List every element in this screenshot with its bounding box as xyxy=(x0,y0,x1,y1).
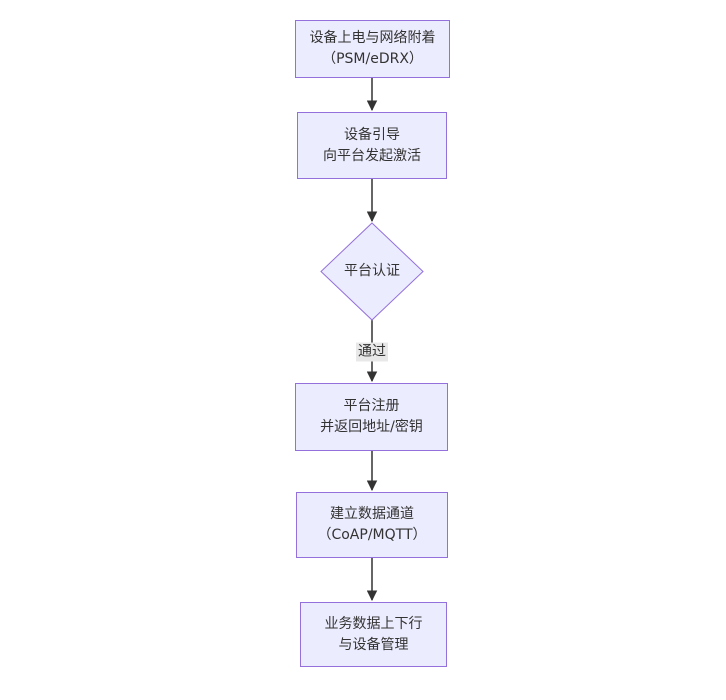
node-power-attach-line2: （PSM/eDRX） xyxy=(322,51,423,67)
node-platform-auth: 平台认证 xyxy=(321,223,423,320)
node-business-data-line2: 与设备管理 xyxy=(338,636,409,653)
node-data-channel: 建立数据通道 （CoAP/MQTT） xyxy=(296,492,448,558)
edge-label-pass: 通过 xyxy=(356,342,388,362)
node-bootstrap: 设备引导 向平台发起激活 xyxy=(297,112,447,179)
node-platform-register-line2: 并返回地址/密钥 xyxy=(320,419,423,435)
node-power-attach-line1: 设备上电与网络附着 xyxy=(309,30,436,46)
node-data-channel-line2: （CoAP/MQTT） xyxy=(317,527,427,543)
node-business-data-line1: 业务数据上下行 xyxy=(324,615,423,632)
node-platform-register: 平台注册 并返回地址/密钥 xyxy=(295,383,448,451)
node-power-attach: 设备上电与网络附着 （PSM/eDRX） xyxy=(295,20,450,78)
node-business-data: 业务数据上下行 与设备管理 xyxy=(300,602,447,667)
node-platform-auth-label: 平台认证 xyxy=(344,263,400,279)
node-bootstrap-line2: 向平台发起激活 xyxy=(323,147,421,164)
decision-diamond-shape xyxy=(320,222,424,321)
node-data-channel-line1: 建立数据通道 xyxy=(330,506,414,522)
node-bootstrap-line1: 设备引导 xyxy=(344,126,400,143)
node-platform-register-line1: 平台注册 xyxy=(343,398,400,414)
